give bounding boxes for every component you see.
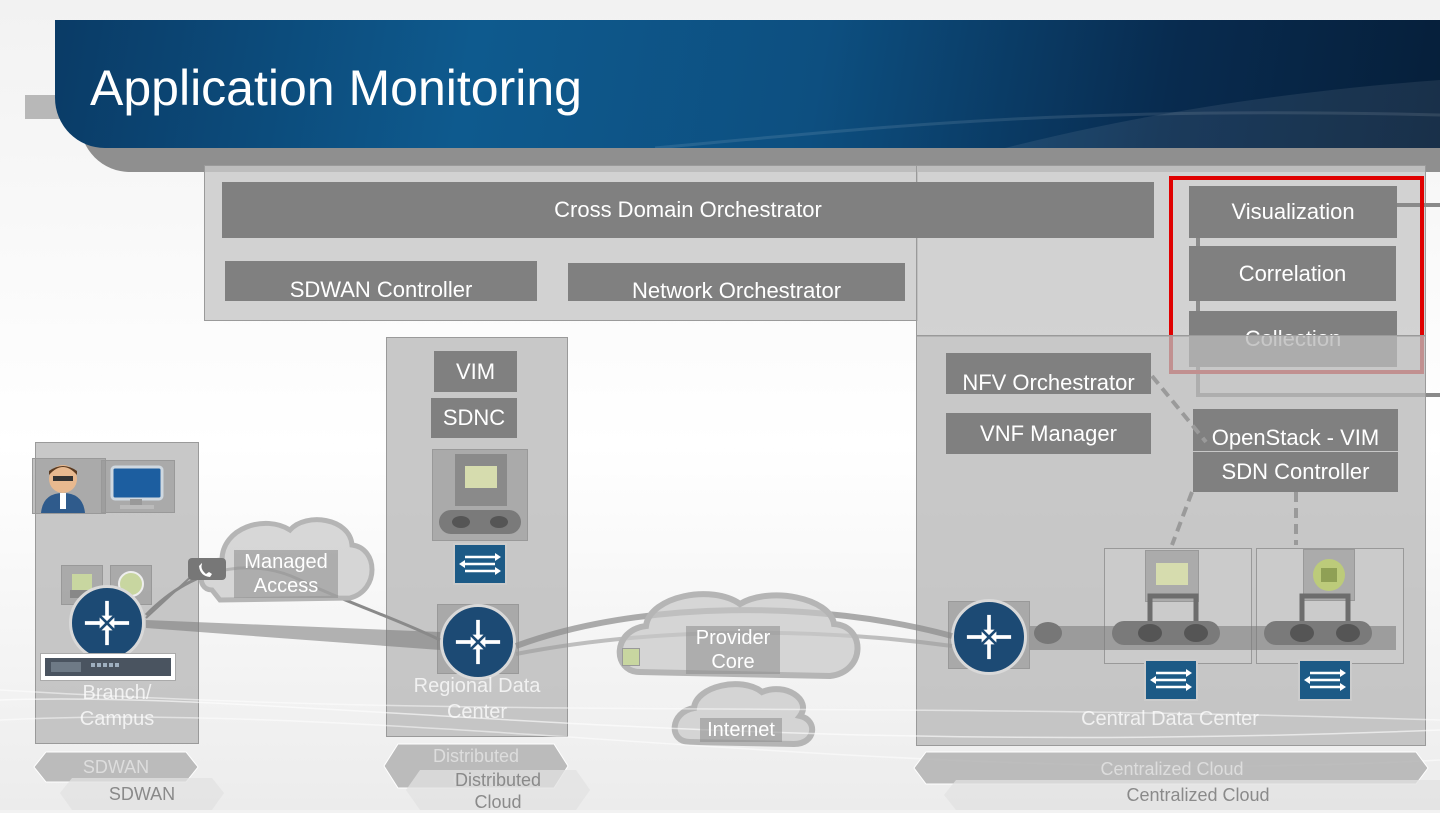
regional-firewall-tile — [432, 449, 528, 541]
server-icon — [45, 658, 171, 676]
managed-access-line2: Access — [234, 574, 338, 598]
header-banner — [55, 20, 1440, 148]
centralized-label-a: Centralized Cloud — [1100, 759, 1244, 779]
router-icon — [455, 619, 501, 665]
branch-appliance — [40, 653, 176, 681]
vnf-manager-box[interactable]: VNF Manager — [946, 413, 1151, 454]
slide-title: Application Monitoring — [90, 60, 582, 116]
switch-icon — [1304, 669, 1346, 691]
central-switch-2[interactable] — [1298, 659, 1352, 701]
network-orchestrator-box[interactable]: Network Orchestrator — [568, 263, 905, 303]
central-switch-1[interactable] — [1144, 659, 1198, 701]
firewall-icon — [1156, 563, 1188, 585]
nfv-orchestrator-box[interactable]: NFV Orchestrator — [946, 353, 1151, 395]
provider-edge-icon — [622, 648, 640, 666]
visualization-box[interactable]: Visualization — [1189, 186, 1397, 238]
database-icon — [1313, 559, 1345, 591]
firewall-icon — [439, 454, 521, 534]
provider-core-line2: Core — [686, 650, 780, 674]
centralized-label-b: Centralized Cloud — [1126, 785, 1270, 805]
correlation-box[interactable]: Correlation — [1189, 246, 1396, 301]
switch-icon — [459, 553, 501, 575]
sdn-controller-box[interactable]: SDN Controller — [1193, 452, 1398, 492]
provider-core-line1: Provider — [686, 626, 780, 650]
central-firewall-tile — [1145, 550, 1199, 602]
branch-label-line2: Campus — [79, 708, 155, 730]
managed-access-line1: Managed — [234, 550, 338, 574]
distributed-label-b-line2: Cloud — [474, 792, 522, 812]
central-router[interactable] — [951, 599, 1027, 675]
regional-label-line1: Regional Data — [413, 675, 541, 697]
switch-icon — [1150, 669, 1192, 691]
phone-icon-badge — [188, 558, 226, 580]
distributed-label-b-line1: Distributed — [454, 770, 542, 790]
router-icon — [84, 600, 130, 646]
user-tile — [32, 458, 106, 514]
distributed-label-a-line1: Distributed — [432, 746, 520, 766]
sdwan-label-b: SDWAN — [108, 784, 176, 804]
branch-router[interactable] — [69, 585, 145, 661]
openstack-vim-box[interactable]: OpenStack - VIM — [1193, 409, 1398, 451]
central-database-tile — [1303, 549, 1355, 601]
phone-icon — [199, 563, 212, 577]
monitor-icon — [110, 465, 164, 509]
header-swoosh — [654, 80, 1440, 148]
sdnc-box[interactable]: SDNC — [431, 398, 517, 438]
internet-label: Internet — [700, 718, 782, 742]
branch-label-line1: Branch/ — [82, 682, 152, 704]
monitor-tile — [101, 460, 175, 513]
sdwan-label-a: SDWAN — [82, 757, 150, 777]
sdwan-controller-box[interactable]: SDWAN Controller — [225, 261, 537, 302]
regional-router[interactable] — [440, 604, 516, 680]
user-icon — [41, 465, 85, 513]
vim-box[interactable]: VIM — [434, 351, 517, 392]
cross-domain-orchestrator-box[interactable]: Cross Domain Orchestrator — [222, 182, 1154, 238]
router-icon — [966, 614, 1012, 660]
distributed-label-a-line2: Cloud — [452, 770, 500, 790]
regional-switch[interactable] — [453, 543, 507, 585]
